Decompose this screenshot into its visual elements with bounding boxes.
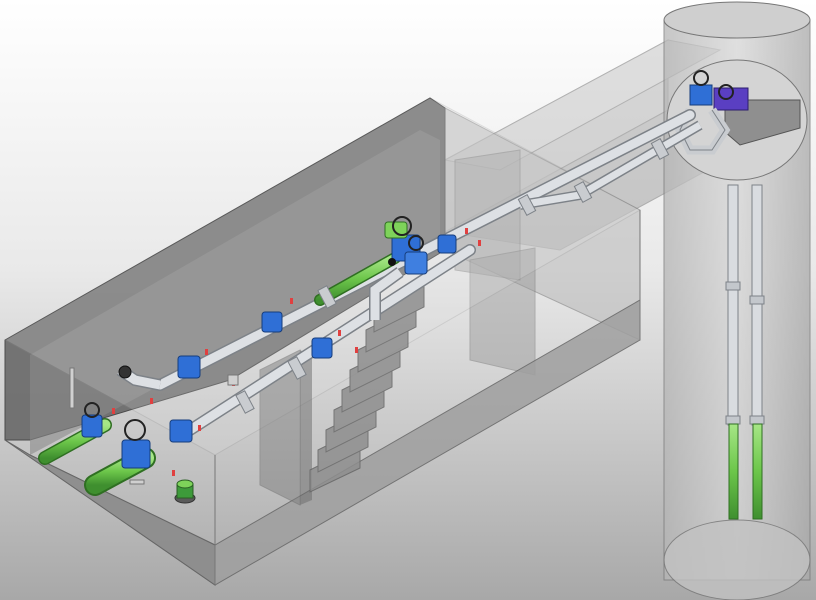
submersible-pump-left [728,423,739,520]
handwheel-icon [124,419,146,441]
floor-manhole [174,479,196,504]
gate-valve-8 [81,414,103,438]
riser-pipe-left [727,184,739,426]
gate-valve-9 [121,439,151,469]
gate-valve-3 [169,419,193,443]
handwheel-icon [718,84,734,100]
handwheel-icon [118,365,132,379]
pump-shaft [663,1,811,600]
instruments [69,367,239,485]
valves [81,216,457,469]
riser-pipe-right [751,184,763,426]
gate-valve-1 [177,355,201,379]
shaft-valve-left [689,84,713,106]
handwheel-icon [388,258,396,266]
handwheel-icon [84,402,100,418]
gate-valve-2 [261,311,283,333]
submersible-pump-right [752,423,763,520]
gate-valve-7 [437,234,457,254]
gate-valve-6 [404,251,428,275]
handwheel-icon [693,70,709,86]
handwheel-icon [408,235,424,251]
gate-valve-4 [311,337,333,359]
handwheel-icon [392,216,412,236]
access-stairs [309,284,425,493]
